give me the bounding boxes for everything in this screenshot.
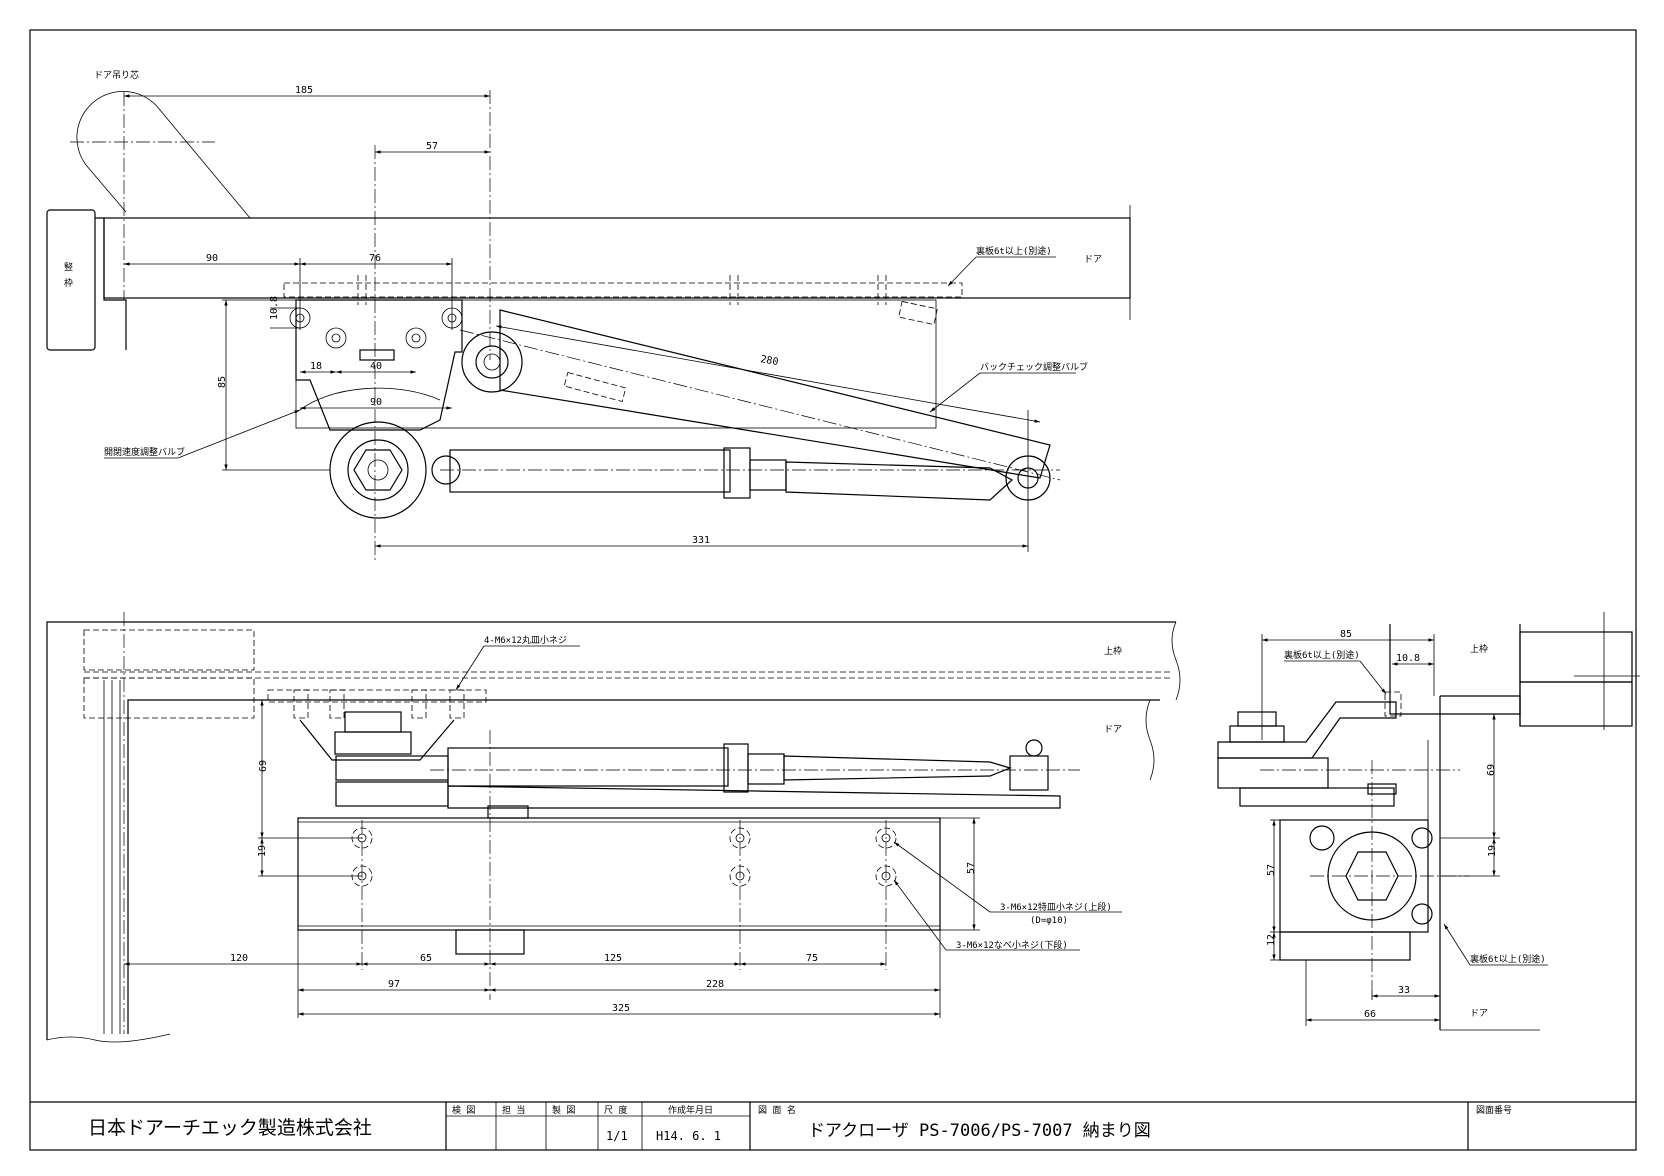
dim-18: 18	[310, 361, 322, 372]
dim-65: 65	[420, 953, 432, 964]
side-dim-12: 12	[1266, 934, 1277, 946]
label-upper-frame-front: 上枠	[1104, 645, 1122, 657]
label-screws-top: 4-M6×12丸皿小ネジ	[484, 634, 567, 646]
side-upper-frame	[1389, 624, 1521, 715]
dim-85: 85	[217, 376, 228, 388]
label-backcheck-valve: バックチェック調整バルブ	[980, 361, 1088, 373]
jamb	[46, 209, 96, 351]
backplate-outline	[283, 282, 963, 298]
dim-19-front: 19	[257, 845, 268, 857]
closer-body-front	[297, 817, 941, 931]
side-label-backplate-top: 裏板6t以上(別途)	[1284, 649, 1360, 661]
pinion-outer	[329, 421, 427, 519]
side-dim-57: 57	[1266, 864, 1277, 876]
side-label-backplate-bottom: 裏板6t以上(別途)	[1470, 953, 1546, 965]
upper-frame	[46, 621, 1176, 1040]
dim-120: 120	[230, 953, 248, 964]
dim-90a: 90	[206, 253, 218, 264]
header-kenzu: 検 図	[452, 1104, 475, 1116]
label-jamb-1: 竪	[64, 262, 73, 273]
label-screw-upper: 3-M6×12特皿小ネジ(上段)	[1000, 901, 1112, 913]
forearm-tube	[449, 449, 731, 493]
side-dim-10-8: 10.8	[1396, 653, 1420, 664]
label-backplate: 裏板6t以上(別途)	[976, 245, 1052, 257]
main-arm	[499, 309, 1051, 479]
dim-75: 75	[806, 953, 818, 964]
side-label-door: ドア	[1470, 1009, 1488, 1019]
dim-69-front: 69	[258, 760, 269, 772]
dim-185: 185	[295, 85, 313, 96]
dim-40: 40	[370, 361, 382, 372]
company-name: 日本ドアーチエック製造株式会社	[88, 1117, 372, 1139]
label-screw-lower: 3-M6×12なべ小ネジ(下段)	[956, 939, 1068, 951]
drawing-name: ドアクローザ PS-7006/PS-7007 納まり図	[808, 1121, 1151, 1141]
label-speed-valve: 開閉速度調整バルブ	[104, 446, 185, 458]
front-view: 69 19 57 120 65 125 75 97 228 325 4-M6×1…	[46, 612, 1181, 1043]
side-dim-69: 69	[1486, 764, 1497, 776]
dim-57-front: 57	[966, 862, 977, 874]
side-dim-66: 66	[1364, 1009, 1376, 1020]
header-drawing-number: 図面番号	[1476, 1104, 1512, 1116]
side-label-upper-frame: 上枠	[1470, 643, 1488, 655]
dim-125: 125	[604, 953, 622, 964]
label-screw-upper-d: (D=φ10)	[1030, 916, 1068, 926]
closer-bracket	[295, 299, 463, 431]
dim-325: 325	[612, 1003, 630, 1014]
arm-pivot	[461, 331, 523, 393]
header-seizu: 製 図	[552, 1104, 575, 1116]
dim-97: 97	[388, 979, 400, 990]
dim-280: 280	[759, 354, 779, 368]
label-door-front: ドア	[1104, 725, 1122, 735]
header-drawing-name: 図 面 名	[758, 1104, 796, 1116]
side-view: 85 10.8 69 19 57 12 33 66 上枠 裏板6t以上(別途) …	[1217, 612, 1640, 1031]
header-scale: 尺 度	[604, 1104, 627, 1116]
scale-value: 1/1	[606, 1129, 628, 1143]
header-tanto: 担 当	[502, 1104, 525, 1116]
dim-331: 331	[692, 535, 710, 546]
side-dim-33: 33	[1398, 985, 1410, 996]
label-jamb-2: 枠	[64, 277, 73, 289]
title-block: 日本ドアーチエック製造株式会社 検 図 担 当 製 図 尺 度 作成年月日 図 …	[30, 1101, 1636, 1150]
side-dim-19: 19	[1487, 845, 1498, 857]
dim-228: 228	[706, 979, 724, 990]
top-view: 185 57 90 76 10.8 18 40 85 90 280 331 ドア…	[46, 69, 1131, 560]
date-value: H14. 6. 1	[656, 1129, 721, 1143]
dim-76: 76	[369, 253, 381, 264]
door-leaf	[103, 217, 1131, 299]
dim-90b: 90	[370, 397, 382, 408]
label-door: ドア	[1084, 255, 1102, 265]
header-date: 作成年月日	[668, 1104, 713, 1116]
label-door-pivot: ドア吊り芯	[94, 69, 139, 81]
side-dim-85: 85	[1340, 629, 1352, 640]
door-pivot-arc	[76, 91, 251, 219]
dim-57: 57	[426, 141, 438, 152]
drawing-border	[29, 29, 1637, 1151]
